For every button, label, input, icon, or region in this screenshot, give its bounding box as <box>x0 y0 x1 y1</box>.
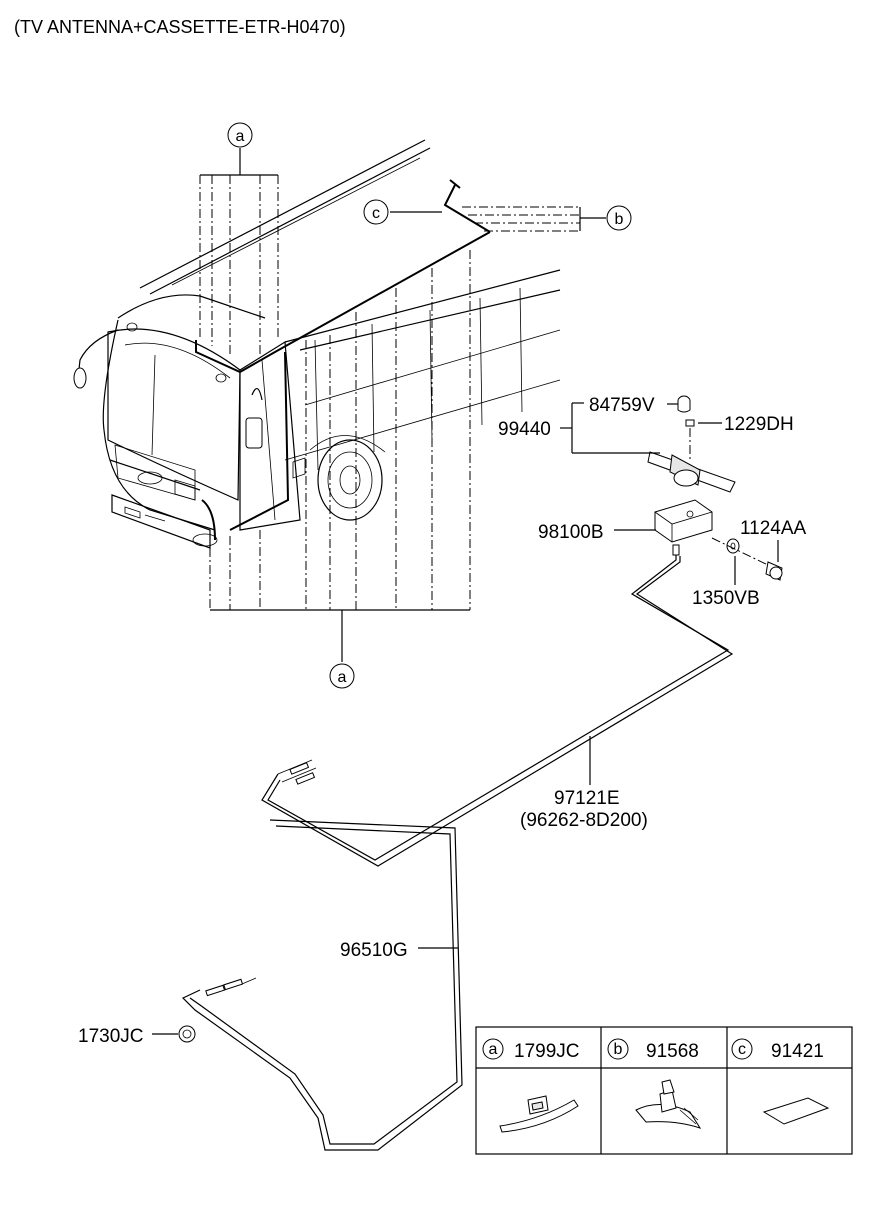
legend-cell-a: a 1799JC <box>482 1038 580 1133</box>
label-1730JC: 1730JC <box>78 1026 144 1047</box>
legend-part-91568: 91568 <box>646 1041 699 1062</box>
label-98100B: 98100B <box>538 522 604 543</box>
bus-illustration <box>73 139 561 549</box>
callout-c: c <box>363 199 389 225</box>
svg-text:a: a <box>236 128 245 145</box>
label-96510G: 96510G <box>340 940 408 961</box>
cable-96510G <box>181 819 463 1151</box>
legend-cell-b: b 91568 <box>607 1038 702 1129</box>
legend-cell-c: c 91421 <box>731 1038 830 1125</box>
diagram-title: (TV ANTENNA+CASSETTE-ETR-H0470) <box>14 17 346 37</box>
label-1124AA: 1124AA <box>740 518 807 539</box>
label-97121E: 97121E <box>554 788 620 809</box>
svg-text:a: a <box>338 669 347 686</box>
callout-a-top: a <box>227 122 253 148</box>
callout-b: b <box>606 205 632 231</box>
cable-97121E <box>261 555 734 867</box>
svg-text:b: b <box>614 1041 623 1058</box>
antenna-assembly <box>647 395 783 581</box>
label-1350VB: 1350VB <box>692 588 760 609</box>
grommet-1730JC <box>178 1025 196 1043</box>
label-99440: 99440 <box>498 419 551 440</box>
legend-table: a 1799JC b 91568 c 91421 <box>475 1026 853 1155</box>
legend-part-91421: 91421 <box>771 1041 824 1062</box>
callout-a-leaders <box>199 148 606 662</box>
label-leaders <box>152 402 779 1035</box>
svg-text:b: b <box>615 211 624 228</box>
svg-text:c: c <box>372 205 380 222</box>
callout-a-bottom: a <box>329 663 355 689</box>
svg-text:c: c <box>738 1041 746 1058</box>
legend-part-1799JC: 1799JC <box>514 1041 580 1062</box>
svg-text:a: a <box>489 1041 498 1058</box>
label-96262-8D200: (96262-8D200) <box>520 810 648 831</box>
label-1229DH: 1229DH <box>724 414 794 435</box>
label-84759V: 84759V <box>589 395 655 416</box>
